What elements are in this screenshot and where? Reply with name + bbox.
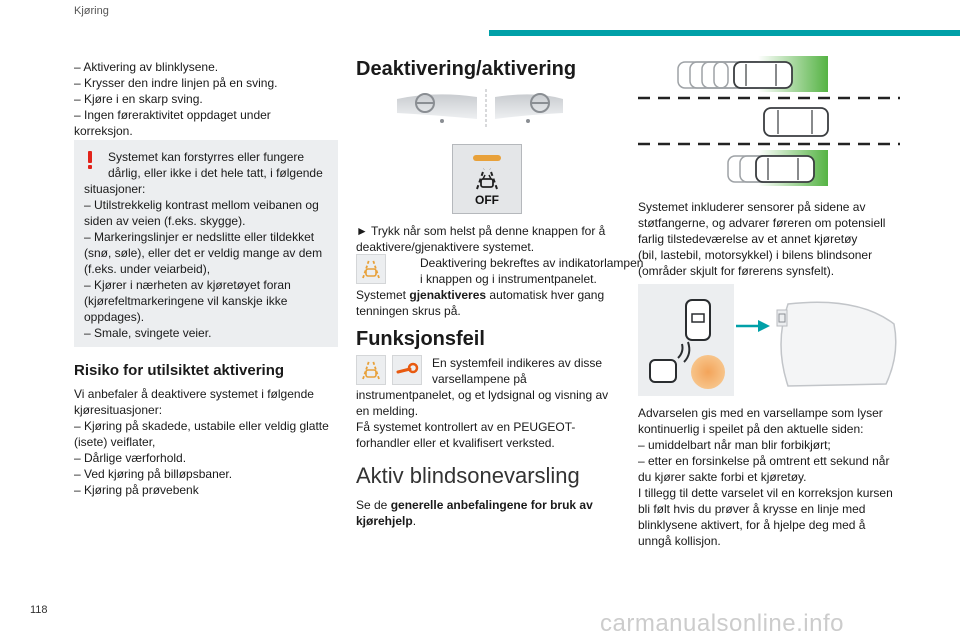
text-line: – Kjøring på prøvebenk [74, 483, 199, 497]
text-line: Vi anbefaler å deaktivere systemet i føl… [74, 387, 314, 401]
text-line: – etter en forsinkelse på omtrent ett se… [638, 454, 890, 468]
risk-text: Vi anbefaler å deaktivere systemet i føl… [74, 386, 329, 498]
warning-line: – Kjører i nærheten av kjøretøyet foran [84, 278, 291, 292]
text-line: du kjører sakte forbi et kjøretøy. [638, 470, 807, 484]
warning-line: – Smale, svingete veier. [84, 326, 212, 340]
text-line: – Ved kjøring på billøpsbaner. [74, 467, 233, 481]
text-line: (bil, lastebil, motorsykkel) i bilens bl… [638, 248, 873, 262]
blind-spot-heading: Aktiv blindsonevarsling [356, 463, 580, 488]
text-fragment: Se de [356, 498, 391, 512]
warning-line: – Markeringslinjer er nedslitte eller ti… [84, 230, 315, 244]
lane-fault-icon [356, 355, 386, 385]
text-bold: generelle anbefalingene for bruk av [390, 498, 593, 512]
warning-line: – Utilstrekkelig kontrast mellom veibane… [84, 198, 319, 212]
text-line: farlig tilstedeværelse av et annet kjøre… [638, 232, 858, 246]
mirror-warning-illustration [638, 284, 900, 396]
text-line: bli følt hvis du prøver å krysse en linj… [638, 502, 866, 516]
text-fragment: . [412, 514, 417, 528]
text-fragment: automatisk hver gang [486, 288, 605, 302]
text-line: støtfangerne, og advarer føreren om pote… [638, 216, 886, 230]
blind-spot-zone-illustration [638, 54, 900, 188]
exclamation-icon [87, 151, 92, 169]
intro-list: – Aktivering av blinklysene. – Krysser d… [74, 59, 277, 139]
off-label: OFF [475, 193, 499, 207]
text-line: Deaktivering bekreftes av indikatorlampe… [420, 256, 644, 270]
warning-line: siden av veien (f.eks. skygge). [84, 214, 246, 228]
warning-line: (snø, søle), eller det er veldig mange a… [84, 246, 323, 260]
warning-line: oppdages). [84, 310, 145, 324]
header-section-title: Kjøring [74, 5, 109, 17]
press-text: ► Trykk når som helst på denne knappen f… [356, 223, 605, 255]
steering-wheel-illustration [395, 85, 565, 129]
text-line: kjøresituasjoner: [74, 403, 163, 417]
warning-line: (f.eks. under veiarbeid), [84, 262, 211, 276]
watermark: carmanualsonline.info [600, 610, 844, 637]
warning-line: (kjørefeltmarkeringene vil kanskje ikke [84, 294, 288, 308]
warning-description: Advarselen gis med en varsellampe som ly… [638, 405, 893, 549]
text-line: tenningen skrus på. [356, 304, 461, 318]
text-line: ► Trykk når som helst på denne knappen f… [356, 224, 606, 238]
text-line: – Kjøring på skadede, ustabile eller vel… [74, 419, 329, 433]
text-bold: kjørehjelp [356, 514, 413, 528]
text-line: kontinuerlig i speilet på den aktuelle s… [638, 422, 864, 436]
text-line: unngå kollisjon. [638, 534, 721, 548]
text-bold: gjenaktiveres [409, 288, 487, 302]
text-line: (områder skjult for førerens synsfelt). [638, 264, 835, 278]
fault-heading: Funksjonsfeil [356, 328, 485, 350]
list-item: – Kjøre i en skarp sving. [74, 92, 203, 106]
lane-warning-indicator-icon [356, 254, 386, 284]
lane-car-icon [476, 168, 498, 190]
risk-heading: Risiko for utilsiktet aktivering [74, 362, 285, 379]
wrench-icon [392, 355, 422, 385]
text-line: i knappen og i instrumentpanelet. [420, 272, 597, 286]
reactivation-text: Systemet gjenaktiveres automatisk hver g… [356, 287, 604, 319]
list-item: – Aktivering av blinklysene. [74, 60, 219, 74]
text-line: – umiddelbart når man blir forbikjørt; [638, 438, 831, 452]
warning-box: Systemet kan forstyrres eller fungere då… [74, 140, 338, 347]
text-line: deaktivere/gjenaktivere systemet. [356, 240, 535, 254]
text-line: I tillegg til dette varselet vil en korr… [638, 486, 893, 500]
text-line: Systemet inkluderer sensorer på sidene a… [638, 200, 866, 214]
lane-assist-off-button[interactable]: OFF [452, 144, 522, 214]
text-line: en melding. [356, 404, 419, 418]
see-recommendations-text: Se de generelle anbefalingene for bruk a… [356, 497, 593, 529]
text-fragment: Systemet [356, 288, 410, 302]
warning-line: dårlig, eller ikke i det hele tatt, i fø… [108, 166, 323, 180]
warning-line: Systemet kan forstyrres eller fungere [108, 150, 305, 164]
list-item: korreksjon. [74, 124, 133, 138]
header-accent-bar [489, 30, 960, 36]
text-line: varsellampene på [432, 372, 527, 386]
text-line: blinklysene aktivert, for å hjelpe deg m… [638, 518, 866, 532]
page-number: 118 [30, 604, 48, 616]
system-description: Systemet inkluderer sensorer på sidene a… [638, 199, 885, 279]
text-line: – Dårlige værforhold. [74, 451, 187, 465]
text-line: Advarselen gis med en varsellampe som ly… [638, 406, 883, 420]
fault-text-b: instrumentpanelet, og et lydsignal og vi… [356, 387, 608, 451]
text-line: En systemfeil indikeres av disse [432, 356, 603, 370]
text-line: (isete) veiflater, [74, 435, 156, 449]
text-line: Få systemet kontrollert av en PEUGEOT- [356, 420, 576, 434]
list-item: – Krysser den indre linjen på en sving. [74, 76, 278, 90]
fault-text-a: En systemfeil indikeres av disse varsell… [432, 355, 602, 387]
list-item: – Ingen føreraktivitet oppdaget under [74, 108, 271, 122]
warning-line: situasjoner: [84, 182, 146, 196]
text-line: forhandler eller et kvalifisert verksted… [356, 436, 555, 450]
text-line: instrumentpanelet, og et lydsignal og vi… [356, 388, 609, 402]
indicator-lamp [473, 155, 501, 161]
deactivation-heading: Deaktivering/aktivering [356, 58, 577, 80]
deactivation-confirm-text: Deaktivering bekreftes av indikatorlampe… [420, 255, 643, 287]
